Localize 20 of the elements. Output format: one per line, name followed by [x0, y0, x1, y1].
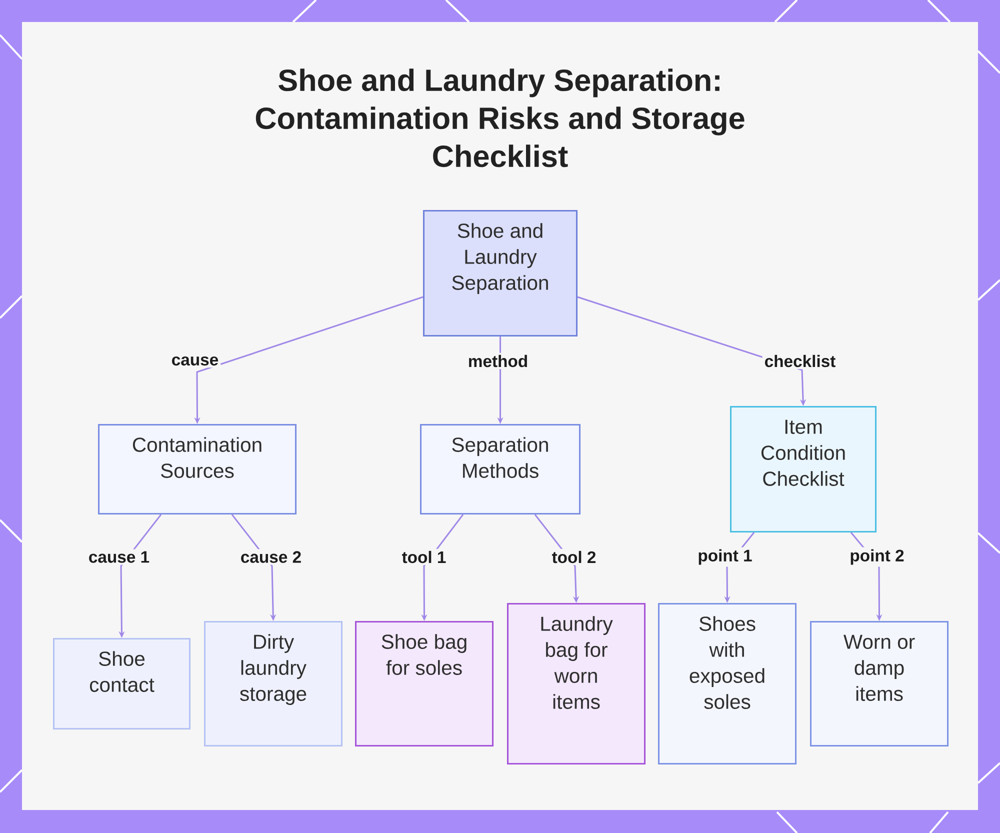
edge-label: tool 1: [400, 548, 448, 566]
category-box: Separation Methods: [420, 424, 581, 515]
item-box: Dirty laundry storage: [204, 621, 343, 747]
edge-label: checklist: [762, 352, 838, 370]
topic-box: Shoe and Laundry Separation: [423, 210, 578, 337]
item-box: Laundry bag for worn items: [507, 603, 646, 765]
item-box: Shoe contact: [53, 638, 191, 730]
edge-label: cause: [169, 354, 221, 368]
category-box: Contamination Sources: [98, 424, 297, 515]
edge-label: cause 2: [238, 549, 304, 565]
title: Shoe and Laundry Separation: Contamination Risks and Storage Checklist: [256, 68, 744, 168]
edge-label: point 2: [848, 547, 906, 567]
edge-label: point 1: [696, 547, 754, 567]
item-box: Shoe bag for soles: [355, 621, 494, 747]
item-box: Shoes with exposed soles: [658, 603, 797, 765]
edge-label: method: [466, 352, 530, 370]
edge-label: tool 2: [550, 548, 598, 566]
category-box: Item Condition Checklist: [730, 406, 877, 533]
item-box: Worn or damp items: [810, 621, 949, 747]
edge-label: cause 1: [86, 549, 152, 565]
